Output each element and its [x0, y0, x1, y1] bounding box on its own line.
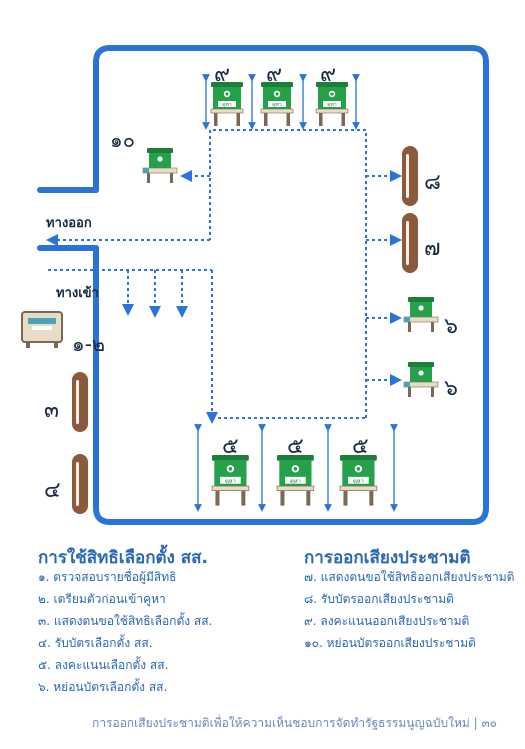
station-number-9b: ๙	[266, 62, 283, 87]
referendum-steps-list: ๗. แสดงตนขอใช้สิทธิออกเสียงประชามติ ๘. ร…	[304, 566, 514, 654]
mp-steps-list: ๑. ตรวจสอบรายชื่อผู้มีสิทธิ ๒. เตรียมตัว…	[38, 566, 212, 698]
entry-label: ทางเข้า	[56, 286, 99, 301]
ballot-box-6a	[403, 296, 439, 333]
mp-step: ๖. หย่อนบัตรเลือกตั้ง สส.	[38, 680, 168, 694]
mp-step: ๓. แสดงตนขอใช้สิทธิเลือกตั้ง สส.	[38, 614, 213, 628]
referendum-step: ๘. รับบัตรออกเสียงประชามติ	[304, 592, 454, 606]
station-number-9c: ๙	[320, 62, 337, 87]
station-number-1-2: ๑-๒	[72, 332, 106, 356]
referendum-step: ๙. ลงคะแนนออกเสียงประชามติ	[304, 614, 470, 628]
mp-section-title: การใช้สิทธิเลือกตั้ง สส.	[38, 548, 208, 568]
station-number-8: ๘	[424, 170, 441, 195]
station-number-5b: ๕	[287, 434, 304, 459]
registration-table	[21, 311, 63, 348]
flow-paths	[46, 129, 402, 424]
referendum-step: ๗. แสดงตนขอใช้สิทธิออกเสียงประชามติ	[304, 570, 515, 584]
station-number-6b: ๖	[444, 376, 458, 401]
mp-step: ๔. รับบัตรเลือกตั้ง สส.	[38, 636, 153, 650]
station-number-5c: ๕	[352, 434, 369, 459]
pole-4	[72, 454, 88, 514]
ballot-box-10	[142, 147, 178, 184]
station-number-6a: ๖	[444, 314, 458, 339]
referendum-section-title: การออกเสียงประชามติ	[304, 548, 471, 568]
exit-label: ทางออก	[46, 216, 92, 231]
ballot-box-6b	[403, 361, 439, 398]
station-number-10: ๑๐	[110, 128, 135, 152]
station-number-4: ๔	[44, 478, 61, 503]
room-wall	[93, 45, 489, 525]
station-number-5a: ๕	[222, 434, 239, 459]
pole-8	[402, 146, 418, 206]
booth-5-markers	[194, 424, 398, 512]
station-number-3: ๓	[44, 398, 60, 423]
referendum-step: ๑๐. หย่อนบัตรออกเสียงประชามติ	[304, 636, 476, 650]
booth-9-markers	[202, 74, 360, 130]
station-number-9a: ๙	[214, 62, 231, 87]
mp-step: ๒. เตรียมตัวก่อนเข้าคูหา	[38, 592, 166, 606]
pole-7	[402, 213, 418, 273]
mp-step: ๑. ตรวจสอบรายชื่อผู้มีสิทธิ	[38, 570, 177, 584]
mp-step: ๕. ลงคะแนนเลือกตั้ง สส.	[38, 658, 169, 672]
pole-3	[72, 372, 88, 432]
page-footer: การออกเสียงประชามติเพื่อให้ความเห็นชอบกา…	[92, 716, 497, 730]
station-number-7: ๗	[424, 236, 441, 261]
